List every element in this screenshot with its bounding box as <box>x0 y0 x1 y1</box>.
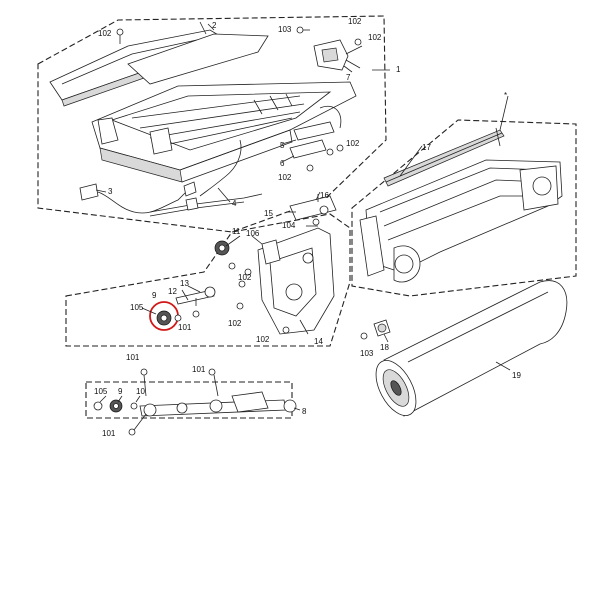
part-7-sensor-bracket <box>313 39 363 71</box>
label-102-a: 102 <box>98 29 112 38</box>
part-19-roller <box>375 280 568 417</box>
label-13: 13 <box>180 279 189 288</box>
part-1-cover-assembly <box>91 81 357 183</box>
label-11: 11 <box>232 227 241 236</box>
label-101-d: 101 <box>178 323 192 332</box>
label-15: 15 <box>264 209 273 218</box>
label-102-d: 102 <box>346 139 360 148</box>
group-outline-1 <box>37 15 387 233</box>
label-5: 5 <box>280 141 285 150</box>
label-102-f: 102 <box>238 273 252 282</box>
part-8-shaft-assembly <box>93 391 297 417</box>
label-1: 1 <box>396 65 401 74</box>
label-2: 2 <box>212 21 217 30</box>
part-3-cable <box>79 181 197 214</box>
label-19: 19 <box>512 371 521 380</box>
label-104: 104 <box>282 221 296 230</box>
label-9-lower: 9 <box>118 387 123 396</box>
label-star: * <box>504 91 507 100</box>
label-101-c: 101 <box>102 429 116 438</box>
label-102-b: 102 <box>348 17 362 26</box>
label-103-b: 103 <box>360 349 374 358</box>
part-5-6-brackets <box>289 105 342 159</box>
part-9-gear-highlighted <box>149 301 182 331</box>
leader-lines <box>95 23 511 411</box>
label-102-c: 102 <box>368 33 382 42</box>
label-12: 12 <box>168 287 177 296</box>
part-14-side-plate <box>257 227 335 335</box>
part-2-top-panel <box>49 21 269 107</box>
part-11-gear <box>214 240 230 256</box>
label-9-upper: 9 <box>152 291 157 300</box>
label-17: 17 <box>422 143 431 152</box>
group-outline-8 <box>85 381 293 419</box>
part-4-cable <box>149 139 263 217</box>
main-housing <box>359 127 563 283</box>
label-10: 10 <box>136 387 145 396</box>
part-18-bushing <box>373 319 391 337</box>
label-18: 18 <box>380 343 389 352</box>
label-16: 16 <box>320 191 329 200</box>
group-outline-14 <box>65 213 351 347</box>
label-14: 14 <box>314 337 323 346</box>
label-101-a: 101 <box>126 353 140 362</box>
part-17-seal-strip <box>383 129 505 187</box>
screws <box>116 26 368 436</box>
label-4: 4 <box>232 199 237 208</box>
label-101-b: 101 <box>192 365 206 374</box>
label-7: 7 <box>346 73 351 82</box>
label-8: 8 <box>302 407 307 416</box>
label-102-e: 102 <box>278 173 292 182</box>
label-105-b: 105 <box>94 387 108 396</box>
label-6: 6 <box>280 159 285 168</box>
label-105-a: 105 <box>130 303 144 312</box>
label-102-g: 102 <box>228 319 242 328</box>
label-102-h: 102 <box>256 335 270 344</box>
group-outline-star <box>351 119 577 297</box>
label-106: 106 <box>246 229 260 238</box>
label-3: 3 <box>108 187 113 196</box>
part-12-13-shaft <box>175 286 216 306</box>
label-103-a: 103 <box>278 25 292 34</box>
part-15-16-bracket <box>289 191 337 221</box>
